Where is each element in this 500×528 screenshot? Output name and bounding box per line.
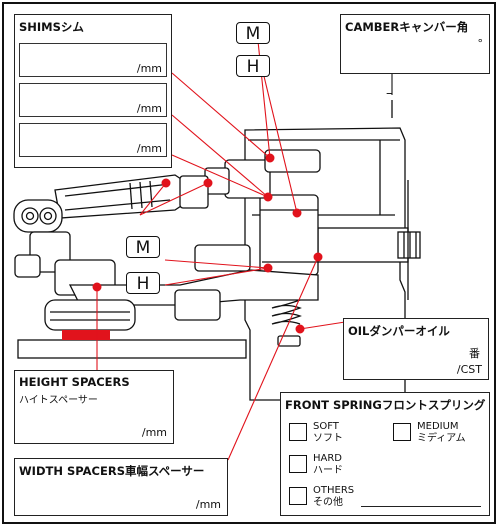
- soft-checkbox[interactable]: [289, 423, 307, 441]
- shims-field-2[interactable]: /mm: [19, 83, 167, 117]
- shims-unit-1: /mm: [136, 62, 162, 75]
- others-checkbox[interactable]: [289, 487, 307, 505]
- camber-label: CAMBERキャンバー角: [345, 20, 469, 34]
- soft-label-jp: ソフト: [313, 433, 343, 444]
- medium-checkbox[interactable]: [393, 423, 411, 441]
- shims-m-badge: M: [236, 22, 270, 44]
- shims-field-1[interactable]: /mm: [19, 43, 167, 77]
- front-spring-label-text: FRONT SPRINGフロントスプリング: [285, 398, 486, 412]
- oil-unit-number: 番: [469, 347, 480, 360]
- camber-unit: °: [477, 37, 484, 50]
- others-label: OTHERS: [313, 485, 355, 496]
- camber-dash: –: [386, 86, 393, 101]
- medium-label-jp: ミディアム: [417, 433, 466, 444]
- camber-panel[interactable]: CAMBERキャンバー角 °: [340, 14, 490, 74]
- width-spacers-label: WIDTH SPACERS車幅スペーサー: [19, 464, 205, 478]
- front-spring-label: FRONT SPRINGフロントスプリング: [285, 397, 485, 413]
- width-spacers-panel[interactable]: WIDTH SPACERS車幅スペーサー /mm: [14, 458, 228, 516]
- height-spacers-label: HEIGHT SPACERS: [19, 375, 130, 389]
- medium-label: MEDIUM: [417, 421, 459, 432]
- height-spacers-unit: /mm: [141, 426, 167, 439]
- front-spring-panel: FRONT SPRINGフロントスプリング SOFT ソフト MEDIUM ミデ…: [280, 392, 490, 516]
- oil-panel[interactable]: OILダンパーオイル 番 /CST: [343, 318, 489, 380]
- shims-h-badge: H: [236, 55, 270, 77]
- shims-panel: SHIMSシム /mm /mm /mm: [14, 14, 172, 168]
- others-label-jp: その他: [313, 497, 343, 508]
- height-spacers-panel[interactable]: HEIGHT SPACERS ハイトスペーサー /mm: [14, 370, 174, 444]
- hard-label: HARD: [313, 453, 343, 464]
- others-input-line[interactable]: [361, 506, 481, 507]
- width-m-badge: M: [126, 236, 160, 258]
- oil-label: OILダンパーオイル: [348, 324, 450, 338]
- oil-unit-cst: /CST: [456, 363, 482, 376]
- shims-field-3[interactable]: /mm: [19, 123, 167, 157]
- width-h-badge: H: [126, 272, 160, 294]
- width-spacers-unit: /mm: [195, 498, 221, 511]
- hard-checkbox[interactable]: [289, 455, 307, 473]
- soft-label: SOFT: [313, 421, 339, 432]
- shims-label: SHIMSシム: [19, 20, 84, 34]
- height-spacers-sublabel: ハイトスペーサー: [19, 395, 98, 406]
- hard-label-jp: ハード: [313, 465, 343, 476]
- shims-unit-3: /mm: [136, 142, 162, 155]
- shims-unit-2: /mm: [136, 102, 162, 115]
